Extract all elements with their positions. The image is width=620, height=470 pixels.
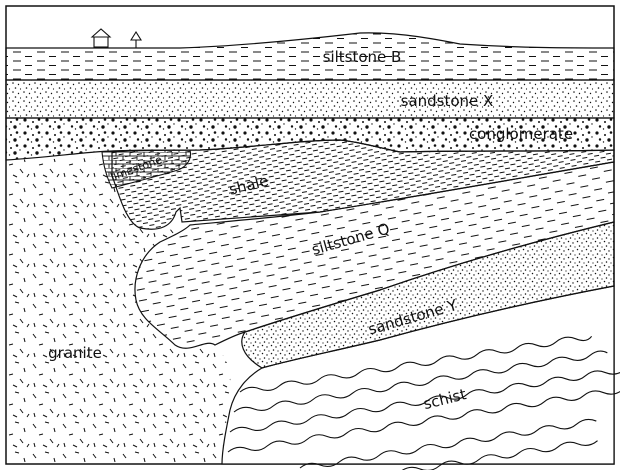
label-siltstone-b: siltstone B — [323, 48, 402, 66]
tree-icon — [130, 30, 142, 48]
label-granite: granite — [48, 344, 102, 362]
sandstone-x-layer — [5, 79, 615, 119]
siltstone-b-layer — [5, 32, 615, 81]
conglomerate-layer — [5, 117, 615, 161]
house-icon — [90, 28, 112, 48]
schist-foliation — [227, 335, 620, 470]
siltstone-q-layer — [134, 161, 615, 349]
label-sandstone-x: sandstone X — [401, 92, 494, 110]
label-conglomerate: conglomerate — [469, 125, 573, 143]
